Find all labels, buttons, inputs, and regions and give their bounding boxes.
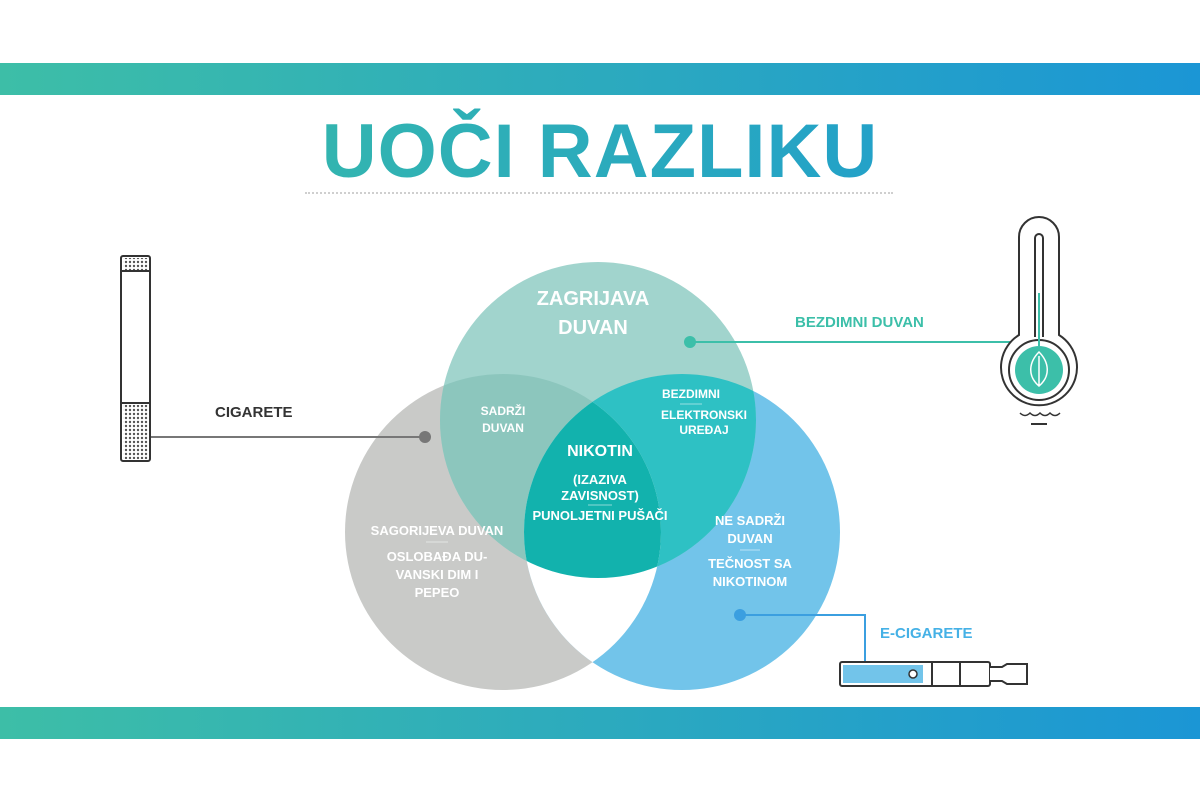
center-text-2: (IZAZIVA <box>573 472 628 487</box>
top-text-1: ZAGRIJAVA <box>537 288 650 310</box>
left-text-4: PEPEO <box>415 585 460 600</box>
right-text-4: NIKOTINOM <box>713 574 787 589</box>
top-right-text-1: BEZDIMNI <box>662 387 720 401</box>
label-cigarete: CIGARETE <box>215 404 293 421</box>
cigarette-connector-dot <box>419 431 431 443</box>
center-text-3: ZAVISNOST) <box>561 488 639 503</box>
right-text-3: TEČNOST SA <box>708 556 792 571</box>
ecig-connector-dot <box>734 609 746 621</box>
center-text-4: PUNOLJETNI PUŠAČI <box>532 508 667 523</box>
page-title: UOČI RAZLIKU <box>0 108 1200 195</box>
top-banner-bar <box>0 63 1200 95</box>
left-text-3: VANSKI DIM I <box>396 567 479 582</box>
right-text-1: NE SADRŽI <box>715 513 785 528</box>
top-right-text-3: UREĐAJ <box>679 423 728 437</box>
region-texts: ZAGRIJAVA DUVAN SADRŽI DUVAN BEZDIMNI EL… <box>371 288 793 600</box>
title-divider <box>305 192 893 194</box>
thermometer-icon <box>1000 216 1078 425</box>
top-right-text-2: ELEKTRONSKI <box>661 408 747 422</box>
left-text-1: SAGORIJEVA DUVAN <box>371 523 504 538</box>
bottom-banner-bar <box>0 707 1200 739</box>
label-e-cigarete: E-CIGARETE <box>880 625 973 642</box>
center-text-1: NIKOTIN <box>567 443 633 460</box>
top-left-text-2: DUVAN <box>482 421 524 435</box>
top-left-text-1: SADRŽI <box>481 403 526 418</box>
cigarette-icon <box>120 255 151 462</box>
e-cigarette-icon <box>839 661 1028 687</box>
overlap-center <box>524 374 661 578</box>
right-text-2: DUVAN <box>727 531 772 546</box>
left-text-2: OSLOBAĐA DU- <box>387 549 488 564</box>
label-bezdimni-duvan: BEZDIMNI DUVAN <box>795 314 924 331</box>
smokeless-connector-dot <box>684 336 696 348</box>
top-text-2: DUVAN <box>558 317 628 339</box>
ecig-connector <box>740 614 866 662</box>
